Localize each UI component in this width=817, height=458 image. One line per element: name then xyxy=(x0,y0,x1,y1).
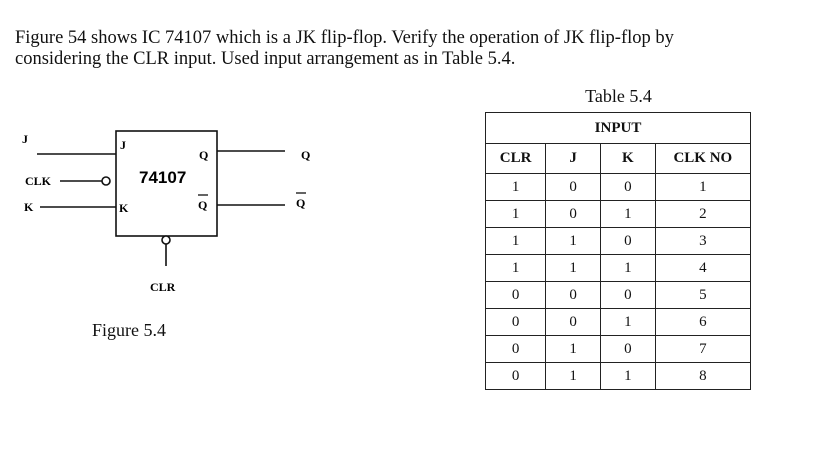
j-inner-label: J xyxy=(120,138,126,152)
table-cell-k: 0 xyxy=(599,335,656,363)
table-cell-k: 1 xyxy=(599,200,656,228)
table-cell-j: 0 xyxy=(545,200,601,228)
table-cell-clk-no: 1 xyxy=(654,173,752,201)
table-cell-clr: 1 xyxy=(484,254,547,282)
qbar-outer-label: Q xyxy=(296,196,305,210)
qbar-inner-label: Q xyxy=(198,198,207,212)
table-cell-k: 1 xyxy=(599,308,656,336)
column-header-k: K xyxy=(599,143,656,174)
table-cell-clk-no: 4 xyxy=(654,254,752,282)
table-cell-clk-no: 6 xyxy=(654,308,752,336)
q-outer-label: Q xyxy=(301,148,310,162)
table-cell-clr: 1 xyxy=(484,173,547,201)
clk-inversion-bubble xyxy=(101,176,111,186)
table-cell-j: 1 xyxy=(545,335,601,363)
k-outer-label: K xyxy=(24,200,34,214)
problem-line-2: considering the CLR input. Used input ar… xyxy=(15,49,516,69)
problem-line-1: Figure 54 shows IC 74107 which is a JK f… xyxy=(15,28,674,48)
table-cell-j: 0 xyxy=(545,173,601,201)
problem-statement: Figure 54 shows IC 74107 which is a JK f… xyxy=(15,28,805,70)
table-cell-clk-no: 5 xyxy=(654,281,752,309)
q-inner-label: Q xyxy=(199,148,208,162)
table-cell-clk-no: 7 xyxy=(654,335,752,363)
table-cell-j: 1 xyxy=(545,227,601,255)
input-group-header: INPUT xyxy=(485,112,751,144)
table-cell-clk-no: 8 xyxy=(654,362,752,390)
table-cell-j: 1 xyxy=(545,362,601,390)
table-cell-k: 1 xyxy=(599,254,656,282)
column-header-clr: CLR xyxy=(484,143,547,174)
table-cell-k: 0 xyxy=(599,173,656,201)
k-inner-label: K xyxy=(119,201,129,215)
table-cell-k: 0 xyxy=(599,281,656,309)
table-cell-j: 0 xyxy=(545,308,601,336)
table-cell-clr: 1 xyxy=(484,200,547,228)
table-cell-j: 1 xyxy=(545,254,601,282)
figure-caption: Figure 5.4 xyxy=(92,320,166,340)
table-cell-clr: 0 xyxy=(484,362,547,390)
table-cell-clr: 0 xyxy=(484,335,547,363)
table-cell-clr: 0 xyxy=(484,308,547,336)
clk-label: CLK xyxy=(25,174,52,188)
ic-number-label: 74107 xyxy=(139,168,186,187)
table-cell-clr: 0 xyxy=(484,281,547,309)
table-cell-clr: 1 xyxy=(484,227,547,255)
clr-label: CLR xyxy=(150,280,176,294)
table-cell-clk-no: 3 xyxy=(654,227,752,255)
table-cell-clk-no: 2 xyxy=(654,200,752,228)
table-caption: Table 5.4 xyxy=(585,86,652,106)
column-header-j: J xyxy=(545,143,601,174)
clr-inversion-bubble xyxy=(161,235,171,245)
j-outer-label: J xyxy=(22,132,28,146)
table-cell-k: 0 xyxy=(599,227,656,255)
table-cell-j: 0 xyxy=(545,281,601,309)
column-header-clk-no: CLK NO xyxy=(654,143,752,174)
table-cell-k: 1 xyxy=(599,362,656,390)
